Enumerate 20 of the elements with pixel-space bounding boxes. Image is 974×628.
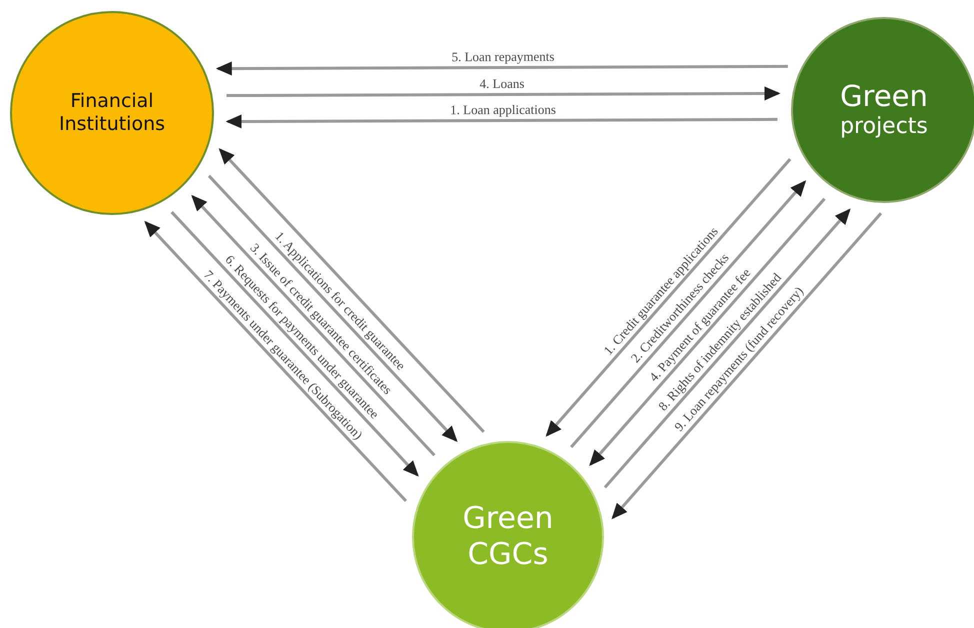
- edge-label: 5. Loan repayments: [451, 49, 554, 66]
- arrow: [226, 86, 780, 100]
- edge-label: 1. Loan applications: [450, 102, 556, 119]
- arrow: [170, 211, 419, 477]
- arrow: [191, 194, 436, 456]
- arrow: [208, 174, 458, 442]
- arrow: [218, 148, 485, 433]
- arrow: [570, 180, 806, 448]
- node-label: Financial Institutions: [58, 90, 166, 136]
- arrow: [226, 114, 778, 128]
- arrow: [216, 62, 788, 76]
- edge-label: 4. Loans: [480, 76, 525, 93]
- node-label: Green: [839, 79, 929, 114]
- node-label: Green CGCs: [462, 501, 554, 573]
- arrow: [612, 212, 882, 520]
- arrow: [144, 220, 408, 502]
- node-label: projects: [839, 114, 929, 141]
- arrow: [589, 198, 826, 466]
- arrow: [546, 158, 792, 437]
- arrow: [604, 208, 851, 488]
